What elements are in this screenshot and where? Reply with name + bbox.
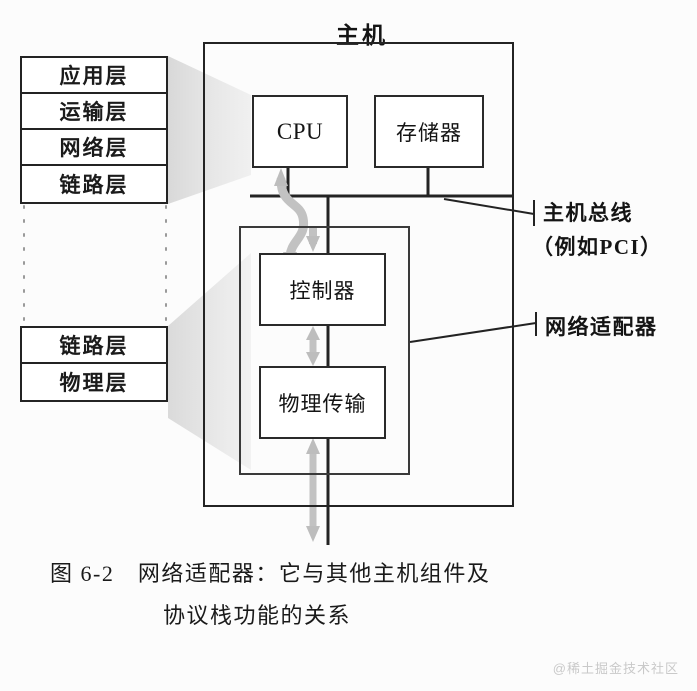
stack-link-dotted <box>23 205 167 325</box>
funnel-upper <box>168 56 251 204</box>
network-adapter-leader-line <box>409 312 537 343</box>
protocol-stack-lower: 链路层 物理层 <box>20 326 168 402</box>
stack-layer-link-lower: 链路层 <box>22 328 166 364</box>
figure-caption-line2: 协议栈功能的关系 <box>163 603 352 628</box>
figure-caption-line1: 图 6-2 网络适配器：它与其他主机组件及 <box>50 561 491 586</box>
physical-transmission-label: 物理传输 <box>278 391 367 416</box>
physical-transmission-box: 物理传输 <box>259 366 386 439</box>
watermark: @稀土掘金技术社区 <box>552 661 679 676</box>
cpu-label: CPU <box>276 118 324 144</box>
network-adapter-box <box>239 226 410 475</box>
cpu-box: CPU <box>252 95 348 168</box>
network-adapter-annotation: 网络适配器 <box>545 315 658 339</box>
host-box <box>203 42 514 507</box>
physical-medium-arrow <box>306 438 320 542</box>
stack-layer-physical: 物理层 <box>59 371 129 395</box>
controller-label: 控制器 <box>289 278 356 303</box>
stack-layer-network: 网络层 <box>22 130 166 166</box>
host-bus-annotation-line2: （例如PCI） <box>532 235 663 259</box>
host-bus-leader-line <box>443 198 535 226</box>
host-bus-annotation-line1: 主机总线 <box>543 201 633 225</box>
funnel-lower <box>168 253 251 470</box>
memory-box: 存储器 <box>374 95 484 168</box>
stack-layer-transport: 运输层 <box>22 94 166 130</box>
controller-box: 控制器 <box>259 253 386 326</box>
stack-layer-application: 应用层 <box>22 58 166 94</box>
adapter-inlet-arrow <box>306 228 320 252</box>
memory-label: 存储器 <box>396 120 462 145</box>
stack-layer-link-upper: 链路层 <box>59 173 129 197</box>
protocol-stack-upper: 应用层 运输层 网络层 链路层 <box>20 56 168 204</box>
controller-physical-arrow <box>306 326 320 366</box>
